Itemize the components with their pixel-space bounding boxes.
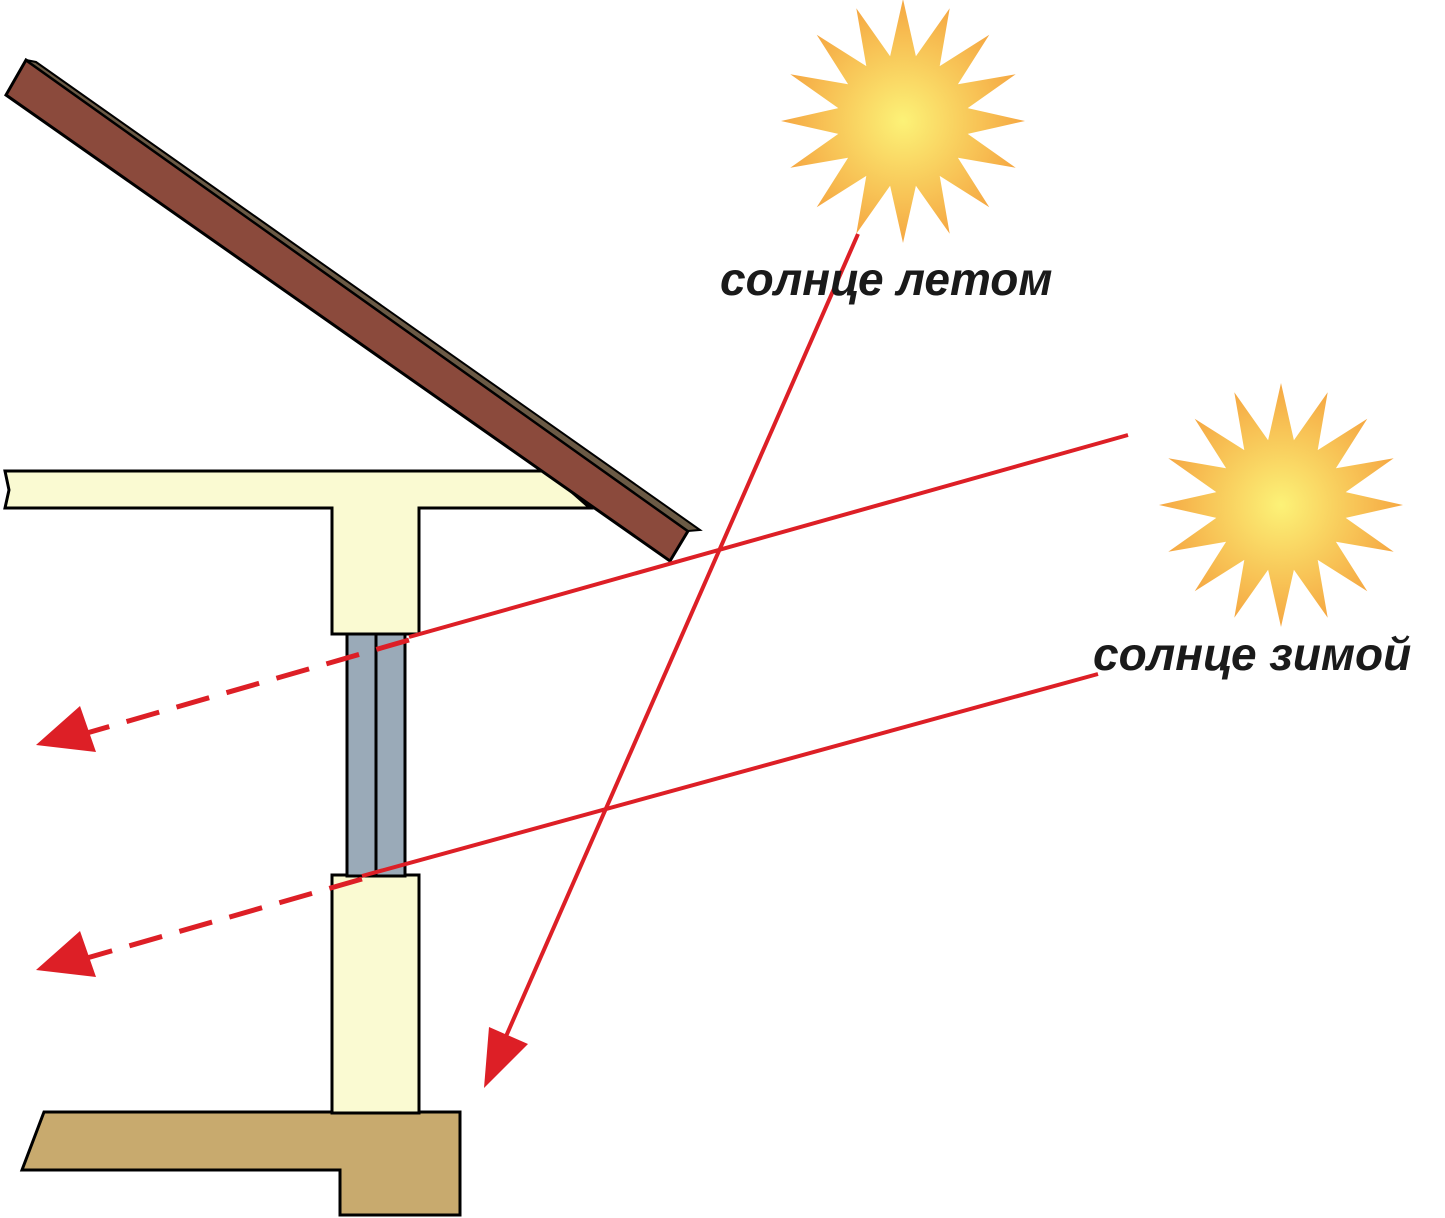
sun-star-shape xyxy=(1159,383,1403,627)
winter-upper-arrowhead xyxy=(36,706,96,752)
winter-sun-ray-lower-dashed xyxy=(79,876,363,963)
roof-edge xyxy=(25,59,703,533)
summer-sun-label: солнце летом xyxy=(720,253,1052,305)
sun-star-shape xyxy=(781,0,1025,243)
winter-sun-label: солнце зимой xyxy=(1093,628,1411,680)
summer-ray-arrowhead xyxy=(484,1027,528,1088)
winter-sun-ray-lower xyxy=(361,672,1099,878)
winter-sun-ray-upper-dashed xyxy=(79,637,410,738)
summer-sun-ray xyxy=(498,233,860,1051)
ground-foundation xyxy=(19,1110,462,1217)
winter-sun-ray-upper xyxy=(408,433,1129,639)
winter-sun-icon xyxy=(1159,383,1403,627)
lower-wall xyxy=(330,873,421,1115)
winter-lower-arrowhead xyxy=(36,931,96,977)
summer-sun-icon xyxy=(781,0,1025,243)
